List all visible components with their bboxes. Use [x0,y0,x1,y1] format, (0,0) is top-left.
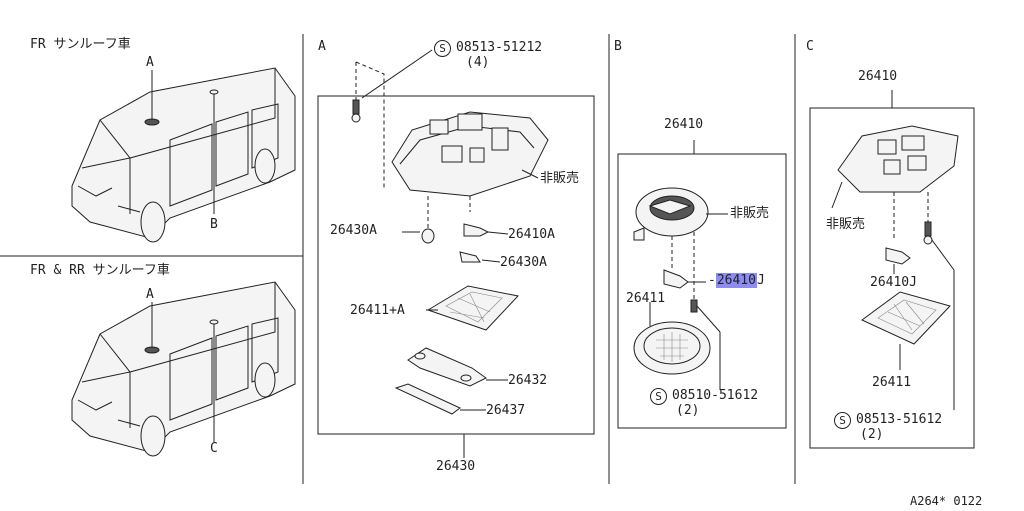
screw-qty-c: (2) [860,427,884,442]
callout-b: B [210,217,218,232]
not-sold-a: 非販売 [540,171,580,186]
callout-a-bottom: A [146,287,154,302]
part-26430A-lower: 26430A [500,255,547,270]
part-26430A-upper: 26430A [330,223,377,238]
panel-title-frrr-sunroof: FR & RR サンルーフ車 [30,263,170,278]
screw-symbol-a: S [434,40,451,57]
part-26411-b: 26411 [626,291,666,306]
section-c-letter: C [806,39,814,54]
not-sold-b: 非販売 [730,206,770,221]
part-26410J-c: 26410J [870,275,917,290]
van-illustration-top [71,67,296,243]
screw-symbol-icon: S [650,388,667,405]
panel-title-fr-sunroof: FR サンルーフ車 [30,37,131,52]
part-26410-b: 26410 [664,117,704,132]
callout-c: C [210,441,218,456]
callout-a-top: A [146,55,154,70]
part-26437: 26437 [486,403,526,418]
screw-code-b: 08510-51612 [672,388,759,403]
section-a-drawing [317,49,595,458]
part-suffix-j: J [756,273,765,288]
screw-symbol-c: S [834,412,851,429]
screw-code-c: 08513-51612 [856,412,943,427]
screw-code-a: 08513-51212 [456,40,543,55]
not-sold-c: 非販売 [826,217,866,232]
screw-symbol-b: S [650,388,667,405]
section-a-letter: A [318,39,326,54]
drawing-code: A264* 0122 [910,494,983,508]
screw-symbol-icon: S [834,412,851,429]
screw-symbol-icon: S [434,40,451,57]
part-26411-c: 26411 [872,375,912,390]
van-illustration-bottom [71,281,296,457]
part-26410-c: 26410 [858,69,898,84]
section-b-letter: B [614,39,622,54]
highlighted-part-number: 26410 [715,273,757,288]
section-b-drawing [617,140,787,429]
part-26432: 26432 [508,373,548,388]
part-26430: 26430 [436,459,476,474]
part-26410J-highlight: -26410J [708,273,765,288]
section-c-drawing [809,90,975,449]
part-26411A: 26411+A [350,303,405,318]
screw-qty-b: (2) [676,403,700,418]
screw-qty-a: (4) [466,55,490,70]
part-26410A: 26410A [508,227,555,242]
